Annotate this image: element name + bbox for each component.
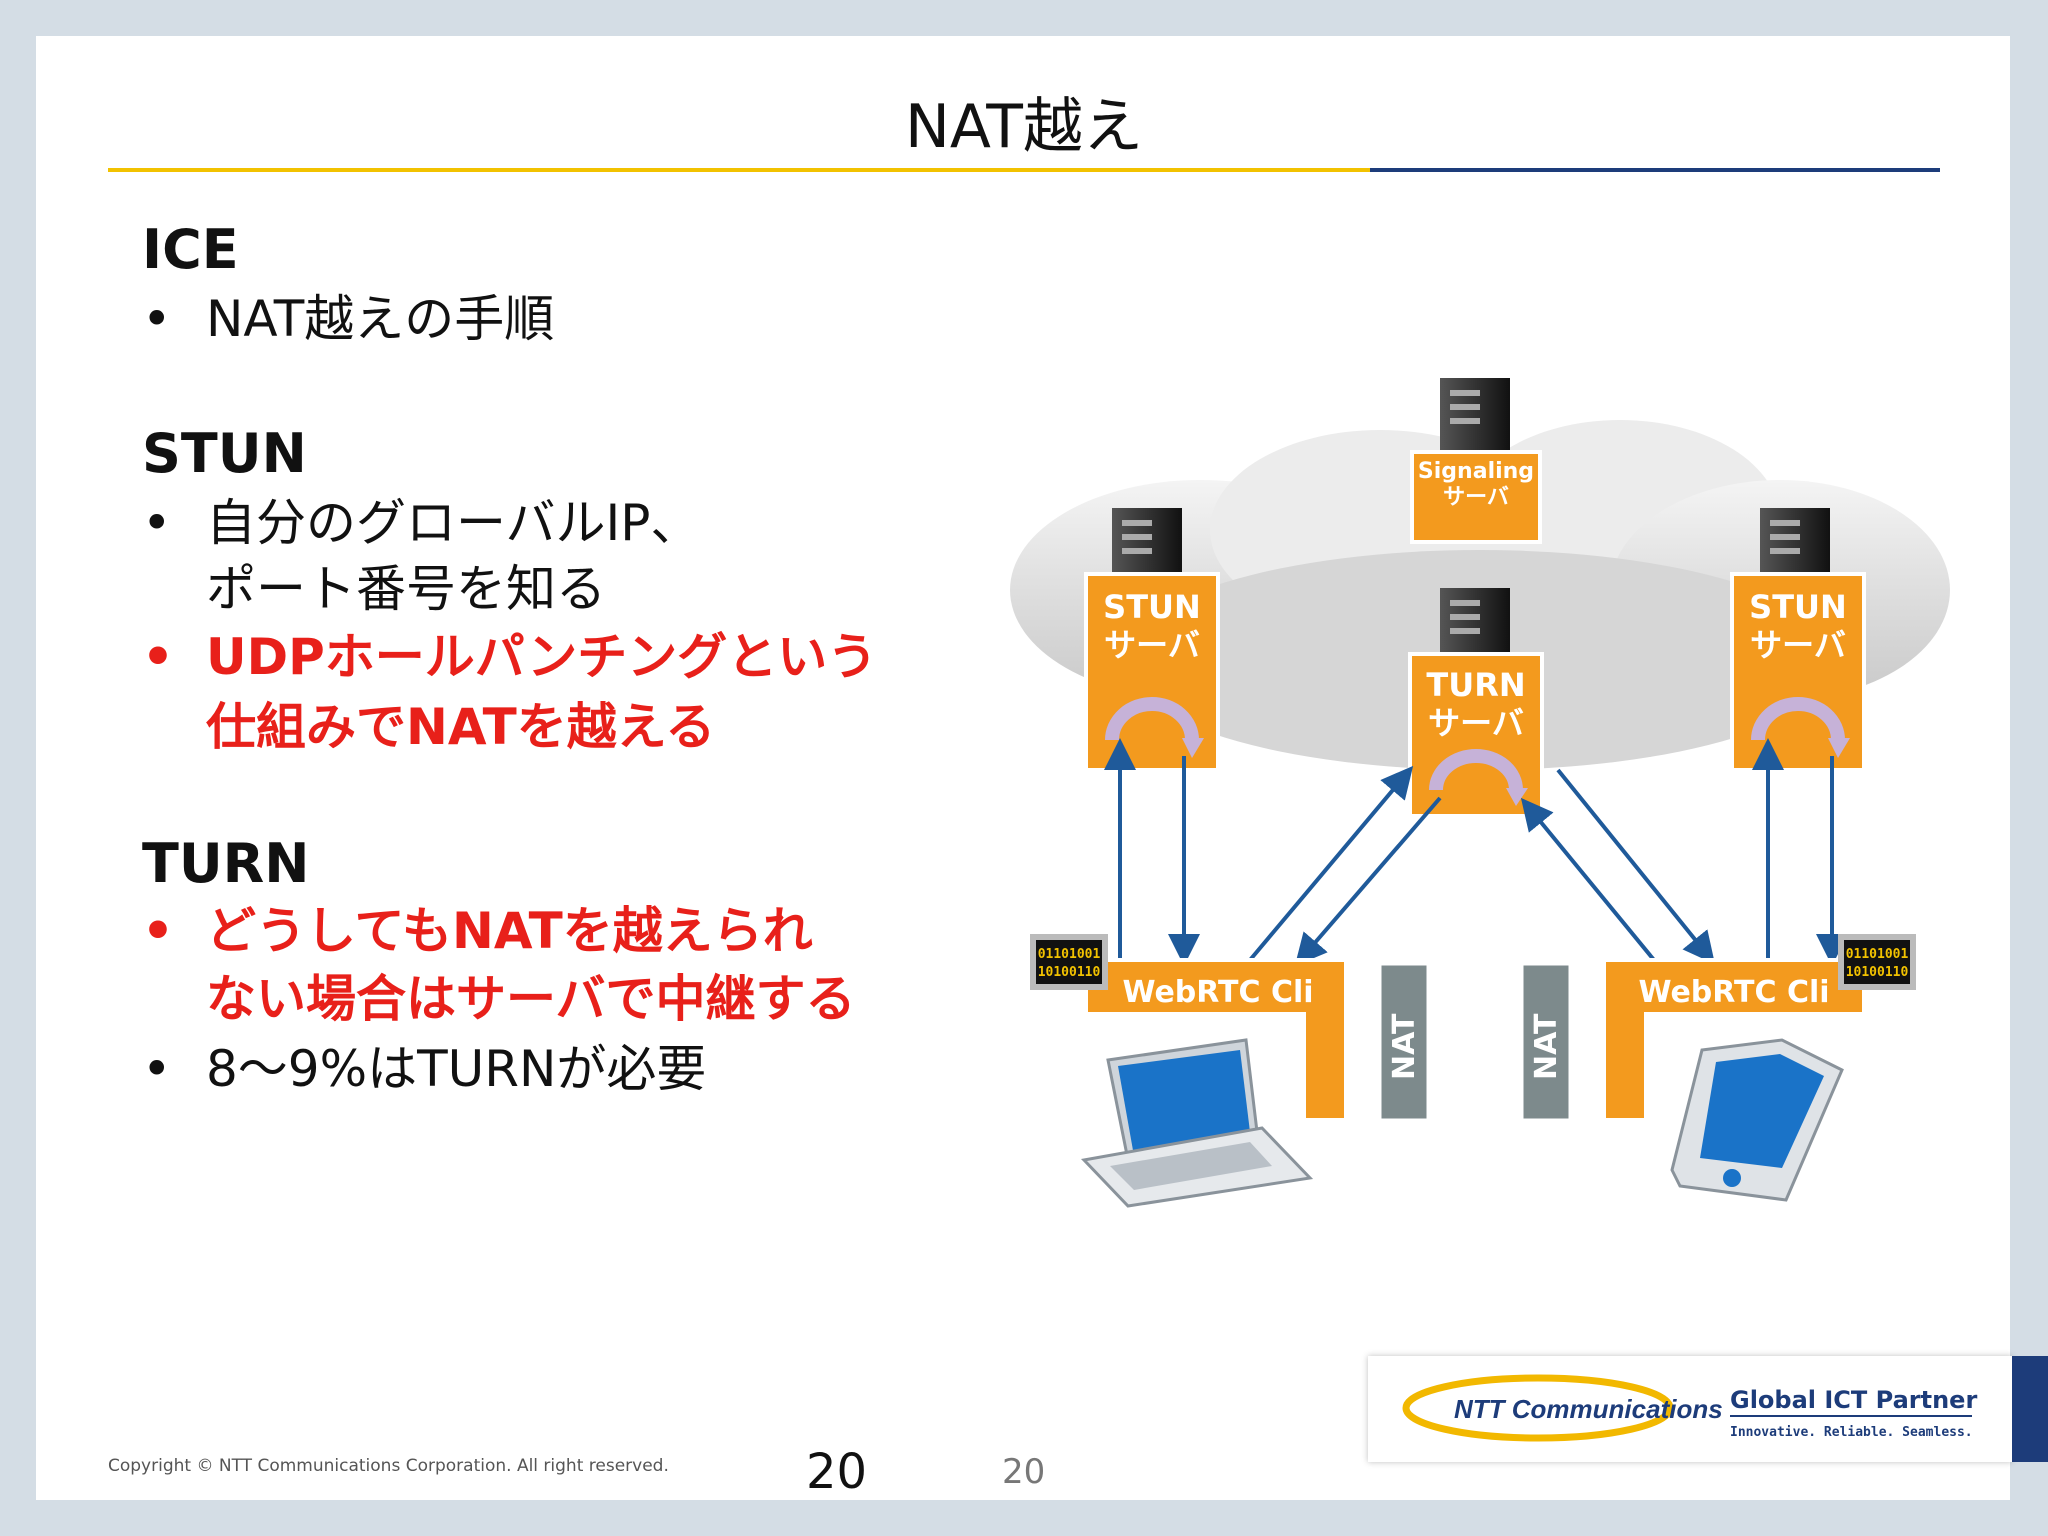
- client-right-label: WebRTC Cli: [1638, 975, 1829, 1010]
- signaling-server: Signaling サーバ: [1410, 450, 1542, 544]
- tagline-subtitle: Innovative. Reliable. Seamless.: [1730, 1425, 1973, 1440]
- webrtc-client-left: WebRTC Cli: [1084, 958, 1348, 1122]
- loop-arrow-icon: [1105, 697, 1199, 741]
- ice-heading: ICE: [142, 218, 239, 281]
- turn-server: TURN サーバ: [1408, 652, 1544, 818]
- ice-bullet-1-text: NAT越えの手順: [206, 290, 555, 348]
- webrtc-nat-diagram: Signaling サーバ STUN サーバ STUN サーバ TURN サーバ: [1010, 378, 1950, 1208]
- binary-text-2: 10100110: [1846, 965, 1909, 980]
- slide-background: [36, 36, 2010, 1500]
- bullet-dot: •: [142, 902, 174, 960]
- turn-bullet-1-line2: ない場合はサーバで中継する: [206, 970, 856, 1028]
- loop-arrow-icon: [1429, 749, 1523, 791]
- stun-bullet-2-line1: UDPホールパンチングという: [206, 628, 878, 686]
- ntt-logo-box: NTT Communications Global ICT Partner In…: [1368, 1356, 2012, 1462]
- turn-heading: TURN: [142, 832, 310, 895]
- server-icon: [1440, 378, 1510, 458]
- slide-title: NAT越え: [905, 92, 1143, 162]
- binary-text-2: 10100110: [1038, 965, 1101, 980]
- turn-bullet-2-text: 8～9%はTURNが必要: [206, 1040, 707, 1098]
- client-left-label: WebRTC Cli: [1122, 975, 1313, 1010]
- stun-bullet-1-line2: ポート番号を知る: [206, 560, 606, 618]
- title-rule-yellow: [108, 168, 1370, 172]
- copyright-text: Copyright © NTT Communications Corporati…: [108, 1456, 669, 1476]
- webrtc-client-right: WebRTC Cli: [1602, 958, 1866, 1122]
- title-rule-blue: [1370, 168, 1940, 172]
- ntt-logo: NTT Communications Global ICT Partner In…: [1402, 1374, 1977, 1442]
- bullet-dot: •: [142, 628, 174, 686]
- binary-chip-icon: 01101001 10100110: [1030, 934, 1108, 990]
- binary-chip-icon: 01101001 10100110: [1838, 934, 1916, 990]
- stun-server-right: STUN サーバ: [1730, 572, 1866, 772]
- stun-server-left: STUN サーバ: [1084, 572, 1220, 772]
- stun-bullet-2-line2: 仕組みでNATを越える: [206, 698, 716, 756]
- stun-left-label-2: サーバ: [1104, 626, 1200, 664]
- stun-heading: STUN: [142, 422, 307, 485]
- nat-left-label: NAT: [1387, 1013, 1422, 1080]
- tagline-title: Global ICT Partner: [1730, 1386, 1977, 1414]
- page-number-secondary: 20: [1002, 1452, 1046, 1492]
- bullet-dot: •: [142, 290, 172, 348]
- turn-label-2: サーバ: [1428, 704, 1524, 742]
- stun-right-label-2: サーバ: [1750, 626, 1846, 664]
- bullet-dot: •: [142, 1040, 172, 1098]
- stun-left-label-1: STUN: [1103, 588, 1201, 626]
- page-number: 20: [806, 1444, 868, 1500]
- loop-arrow-icon: [1751, 697, 1845, 741]
- footer-blue-accent: [2012, 1356, 2048, 1462]
- nat-right-label: NAT: [1529, 1013, 1564, 1080]
- ntt-logo-text: NTT Communications: [1454, 1394, 1723, 1424]
- bullet-dot: •: [142, 494, 172, 552]
- turn-bullet-1-line1: どうしてもNATを越えられ: [206, 902, 813, 960]
- binary-text-1: 01101001: [1846, 947, 1909, 962]
- binary-text-1: 01101001: [1038, 947, 1101, 962]
- smartphone-icon: [1670, 1038, 1844, 1202]
- connection-arrows: [1104, 738, 1848, 967]
- nat-right: NAT: [1520, 962, 1572, 1122]
- stun-right-label-1: STUN: [1749, 588, 1847, 626]
- signaling-label-2: サーバ: [1443, 485, 1509, 510]
- laptop-icon: [1080, 1038, 1314, 1208]
- signaling-label-1: Signaling: [1418, 459, 1534, 484]
- turn-label-1: TURN: [1426, 666, 1525, 704]
- nat-left: NAT: [1378, 962, 1430, 1122]
- stun-bullet-1-line1: 自分のグローバルIP、: [206, 494, 701, 552]
